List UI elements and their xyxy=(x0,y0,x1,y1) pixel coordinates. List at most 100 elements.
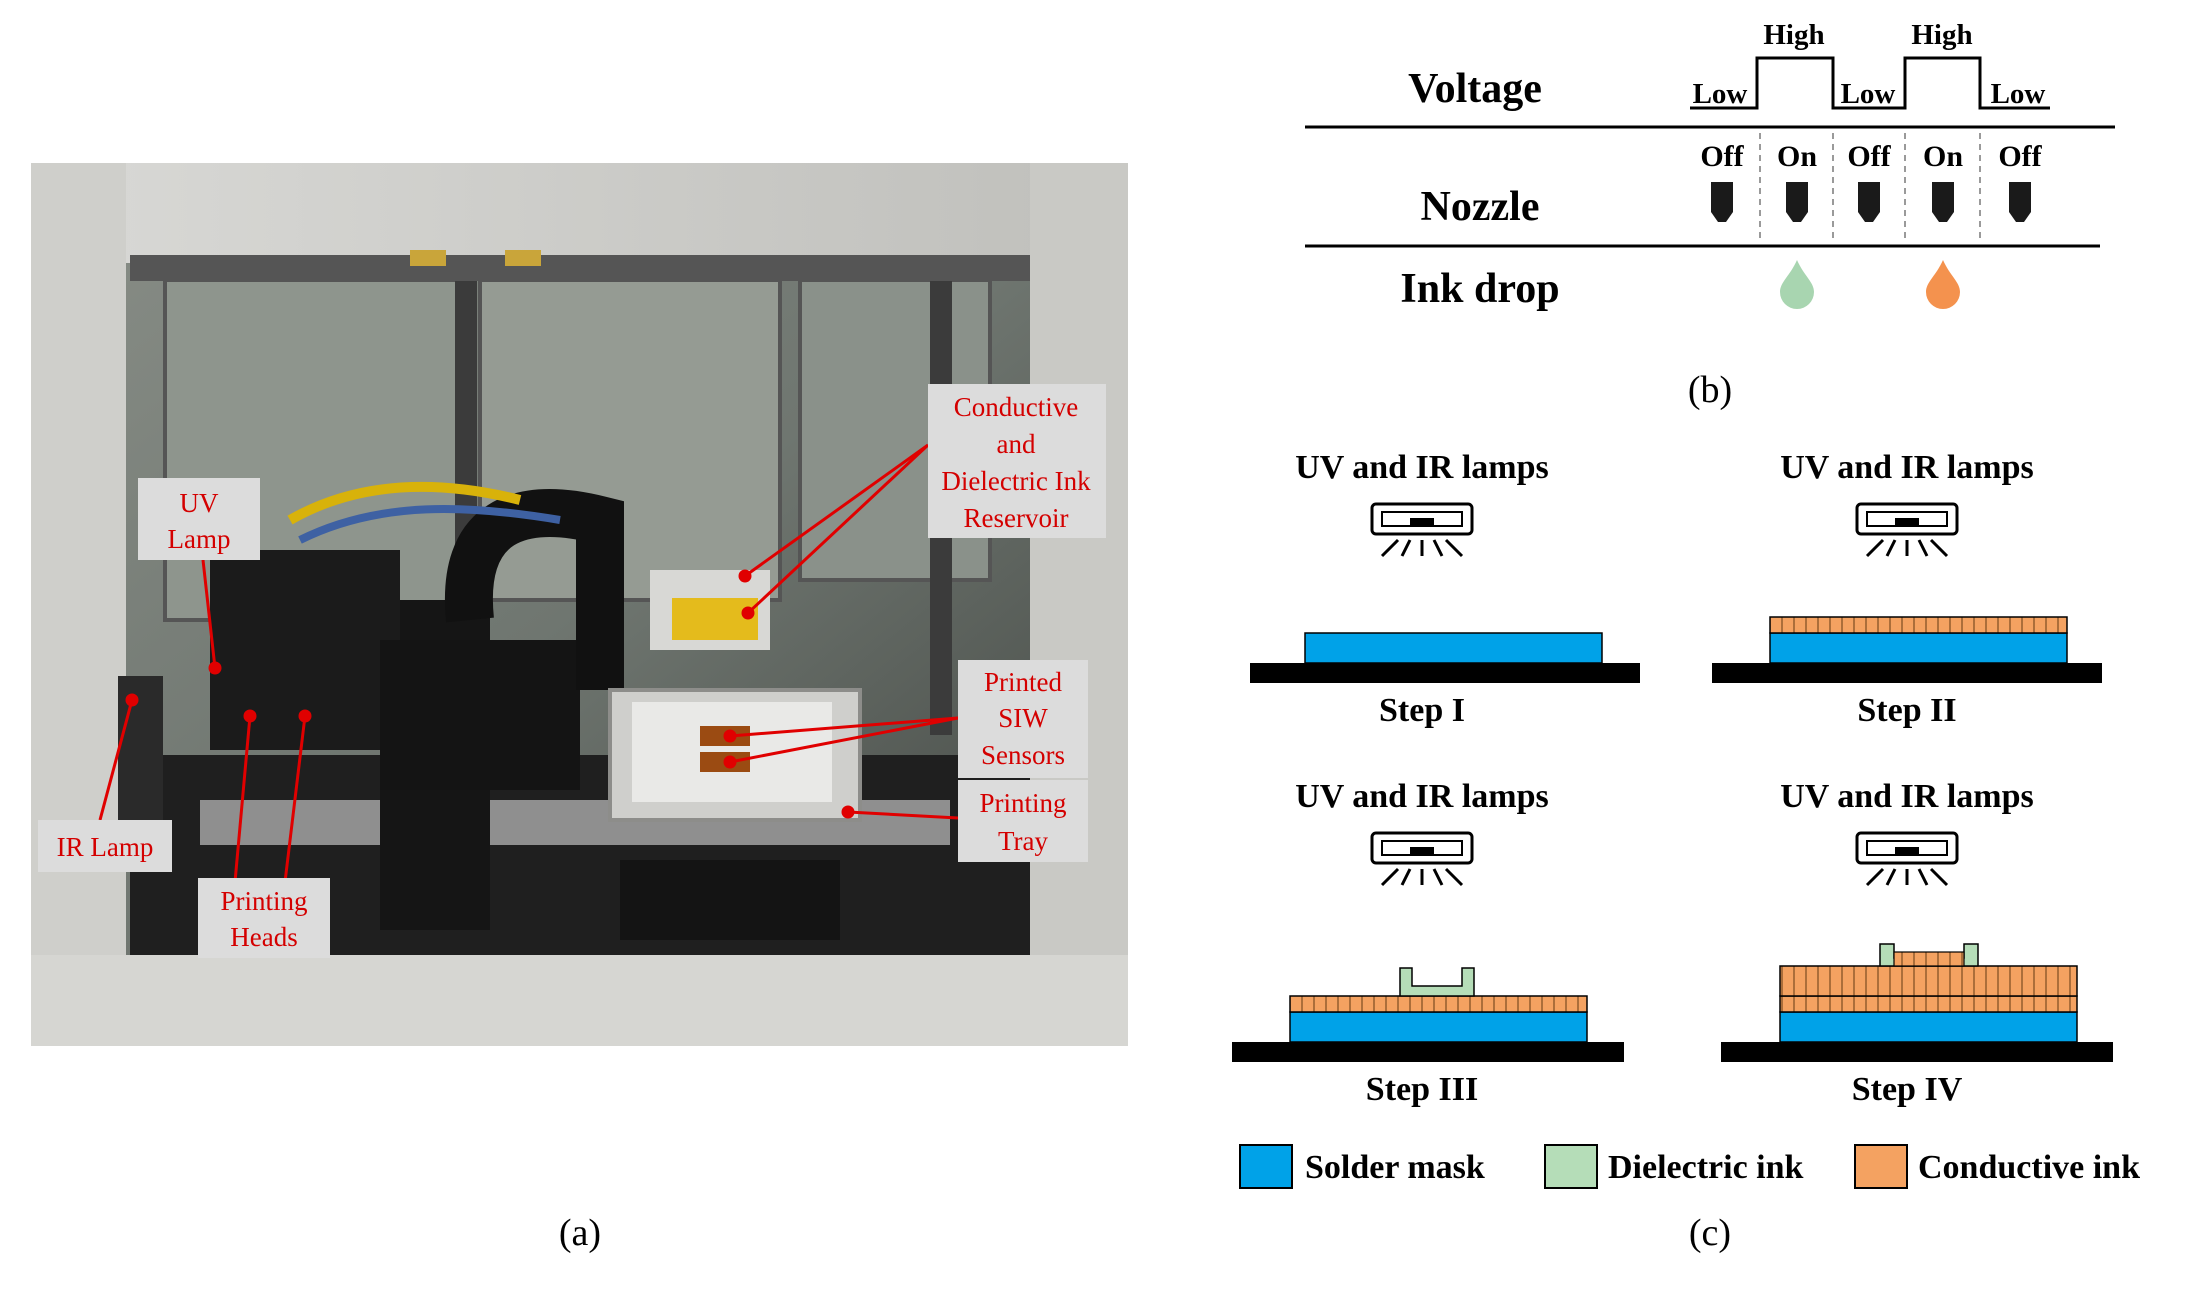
callout-dot xyxy=(741,606,755,620)
callout-dot xyxy=(841,805,855,819)
callout-leader xyxy=(233,715,252,883)
dielectric-ink-layer xyxy=(1399,967,1475,997)
lamp-ray xyxy=(1444,867,1464,887)
ink-drop-dielectric xyxy=(1780,260,1814,309)
step-lamp-title: UV and IR lamps xyxy=(1780,449,2034,486)
callout-leader xyxy=(847,810,959,820)
callout-leader xyxy=(729,716,959,738)
svg-text:and: and xyxy=(997,429,1036,459)
printing-tray-label: Printing Tray xyxy=(958,780,1088,862)
solder-mask-layer xyxy=(1769,632,2068,664)
ir-lamp-body xyxy=(118,676,163,836)
callout-dot xyxy=(723,755,737,769)
siw-sensors-label: Printed SIW Sensors xyxy=(958,660,1088,778)
solder-mask-layer xyxy=(1289,1011,1588,1043)
callout-leader xyxy=(201,559,217,669)
cable-bundle xyxy=(298,505,561,544)
voltage-level-high: High xyxy=(1911,19,1972,51)
voltage-waveform xyxy=(1690,56,2050,110)
nozzle-state: On xyxy=(1777,140,1817,173)
nozzle-icon xyxy=(1711,182,2031,222)
glass-panel xyxy=(478,278,782,602)
step-label: Step III xyxy=(1366,1071,1478,1108)
step-lamp-title: UV and IR lamps xyxy=(1295,449,1549,486)
callout-leader xyxy=(729,716,959,764)
voltage-label: Voltage xyxy=(1408,66,1542,112)
lamp-ray xyxy=(1432,868,1444,886)
callout-dot xyxy=(298,709,312,723)
nozzle-state: Off xyxy=(1998,140,2042,173)
door-edge xyxy=(85,660,115,930)
callout-leader xyxy=(283,715,307,883)
lamp-ray xyxy=(1400,539,1412,557)
lamp-ray xyxy=(1380,867,1400,887)
lamp-icon-bulb xyxy=(1410,518,1434,526)
svg-text:Printed: Printed xyxy=(984,667,1062,697)
printing-heads-label: Printing Heads xyxy=(198,878,330,958)
enclosure-frame-bottom xyxy=(31,955,1128,1046)
legend-label-solder-mask: Solder mask xyxy=(1305,1149,1485,1186)
step-label: Step I xyxy=(1379,692,1465,729)
lamp-ray xyxy=(1865,867,1885,887)
callout-dot xyxy=(723,729,737,743)
svg-text:Printing: Printing xyxy=(220,886,307,916)
clamp xyxy=(410,250,446,266)
clamp xyxy=(505,250,541,266)
photo-callouts xyxy=(98,443,959,883)
callout-dot xyxy=(243,709,257,723)
tray-carrier xyxy=(620,860,840,940)
callout-dot xyxy=(208,661,222,675)
nozzle-state: On xyxy=(1923,140,1963,173)
waveform-panel: Voltage Nozzle Ink drop Low High Low Hig… xyxy=(1305,19,2115,312)
conductive-ink-layer xyxy=(1769,616,2068,634)
conductive-ink-layer xyxy=(1779,965,2078,997)
lamp-ray xyxy=(1917,539,1929,557)
callout-leader xyxy=(98,699,134,821)
lamp-ray xyxy=(1380,538,1400,558)
caption-b: (b) xyxy=(1688,369,1732,411)
svg-text:Heads: Heads xyxy=(230,922,297,952)
lamp-ray xyxy=(1444,538,1464,558)
callout-leader xyxy=(744,443,929,578)
step-label: Step II xyxy=(1857,692,1956,729)
reservoir-label: Conductive and Dielectric Ink Reservoir xyxy=(928,384,1106,538)
timing-guides xyxy=(1759,133,1981,240)
conductive-ink-layer xyxy=(1289,995,1588,1013)
svg-text:Lamp: Lamp xyxy=(168,524,231,554)
lamp-ray xyxy=(1929,867,1949,887)
frame-rail xyxy=(130,255,1030,281)
svg-text:Reservoir: Reservoir xyxy=(964,503,1069,533)
lamp-ray xyxy=(1432,539,1444,557)
svg-text:SIW: SIW xyxy=(998,703,1048,733)
callout-dot xyxy=(738,569,752,583)
solder-mask-layer xyxy=(1304,632,1603,664)
ink-drop-label: Ink drop xyxy=(1400,266,1559,312)
cable-chain xyxy=(444,489,624,690)
lamp-ray xyxy=(1929,538,1949,558)
uv-lamp-label: UV Lamp xyxy=(138,478,260,560)
substrate-base xyxy=(1250,663,1640,683)
lamp-ray xyxy=(1400,868,1412,886)
substrate-base xyxy=(1232,1042,1624,1062)
lamp-ray xyxy=(1917,868,1929,886)
svg-text:Printing: Printing xyxy=(979,788,1066,818)
svg-text:Sensors: Sensors xyxy=(981,740,1065,770)
enclosure-frame-right xyxy=(1030,163,1128,1046)
step-lamp-title: UV and IR lamps xyxy=(1295,778,1549,815)
conductive-ink-bridge xyxy=(1893,951,1965,967)
voltage-level-low: Low xyxy=(1841,78,1896,110)
legend-label-conductive: Conductive ink xyxy=(1918,1149,2140,1186)
callout-leader xyxy=(746,443,930,615)
lamp-icon-bulb xyxy=(1410,847,1434,855)
lamp-ray xyxy=(1885,868,1897,886)
voltage-level-high: High xyxy=(1763,19,1824,51)
nozzle-state: Off xyxy=(1847,140,1891,173)
svg-text:Dielectric Ink: Dielectric Ink xyxy=(941,466,1091,496)
substrate-base xyxy=(1712,663,2102,683)
svg-text:IR Lamp: IR Lamp xyxy=(57,832,154,862)
voltage-level-low: Low xyxy=(1991,78,2046,110)
